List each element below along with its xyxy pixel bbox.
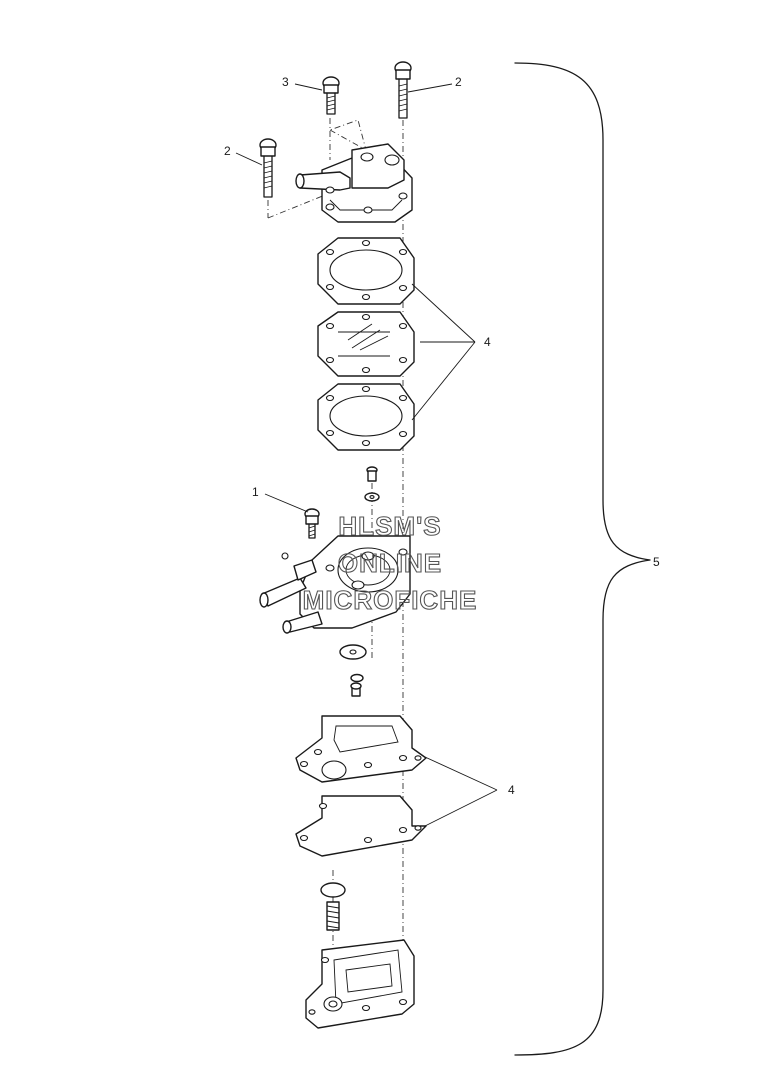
top-cover	[295, 143, 413, 223]
pump-body	[259, 535, 411, 634]
callout-4-upper: 4	[484, 335, 491, 349]
leader-lines	[235, 83, 498, 827]
callout-2-right: 2	[455, 75, 462, 89]
assembly-brace	[514, 62, 651, 1056]
screw-short-part-3	[322, 76, 340, 115]
callout-5: 5	[653, 555, 660, 569]
screw-long-part-2-right	[394, 61, 412, 119]
watermark-line-2: ONLINE	[338, 548, 442, 578]
base-housing	[305, 939, 415, 1029]
callout-2-left: 2	[224, 144, 231, 158]
small-screw-upper	[364, 466, 380, 502]
diaphragm	[317, 311, 415, 377]
screw-part-1	[304, 508, 320, 539]
watermark-line-1: HLSM'S	[338, 511, 441, 541]
valve-disc-and-screw	[339, 644, 367, 697]
gasket-upper	[317, 237, 415, 305]
callout-3: 3	[282, 75, 289, 89]
gasket-lower-upper	[295, 715, 427, 783]
cap-and-spring	[320, 882, 346, 931]
watermark: HLSM'S ONLINE MICROFICHE	[302, 510, 478, 615]
gasket-middle	[317, 383, 415, 451]
watermark-line-3: MICROFICHE	[303, 585, 478, 615]
gasket-lower-lower	[295, 795, 427, 857]
callout-1: 1	[252, 485, 259, 499]
callout-4-lower: 4	[508, 783, 515, 797]
screw-long-part-2-left	[259, 138, 277, 198]
